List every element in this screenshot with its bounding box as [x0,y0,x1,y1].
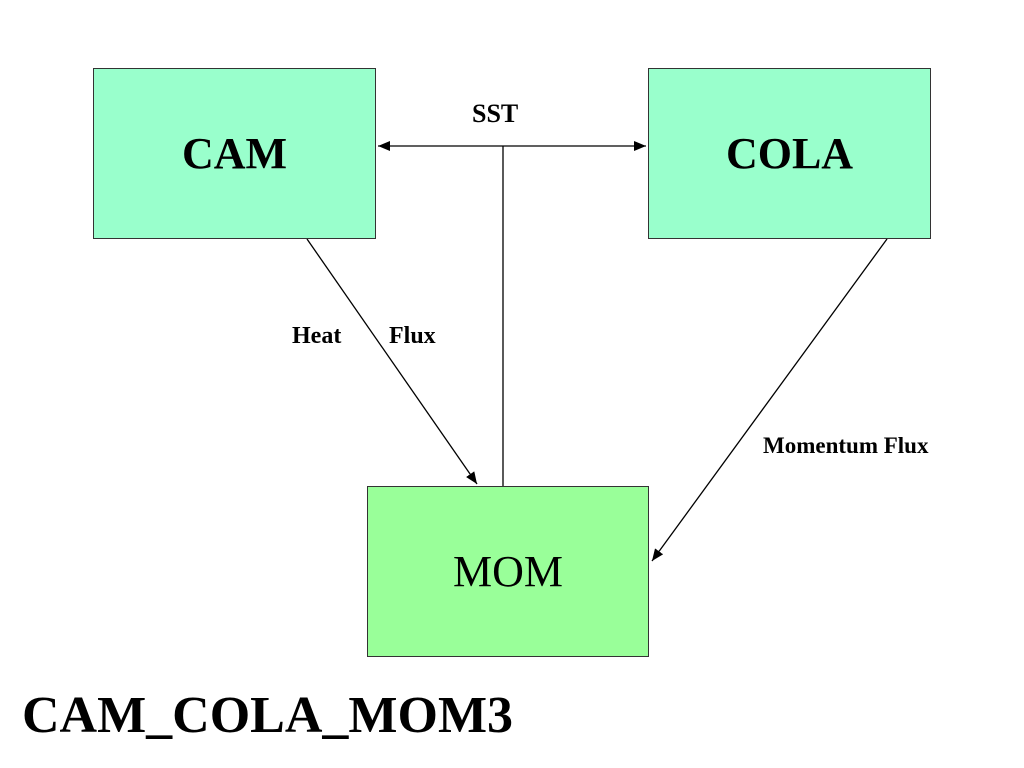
cam-node: CAM [93,68,376,239]
cola-node-label: COLA [725,128,854,178]
cam-node-label: CAM [181,128,288,178]
heat-flux-arrow [306,238,478,485]
mom-node-label: MOM [452,546,564,596]
sst-label: SST [472,99,519,128]
mom-node: MOM [367,486,649,657]
flux-label: Flux [389,323,436,349]
diagram-title: CAM_COLA_MOM3 [22,687,514,744]
momentum-flux-arrow [651,238,888,562]
heat-label: Heat [292,323,342,349]
momentum-flux-label: Momentum Flux [763,433,929,458]
cola-node: COLA [648,68,931,239]
